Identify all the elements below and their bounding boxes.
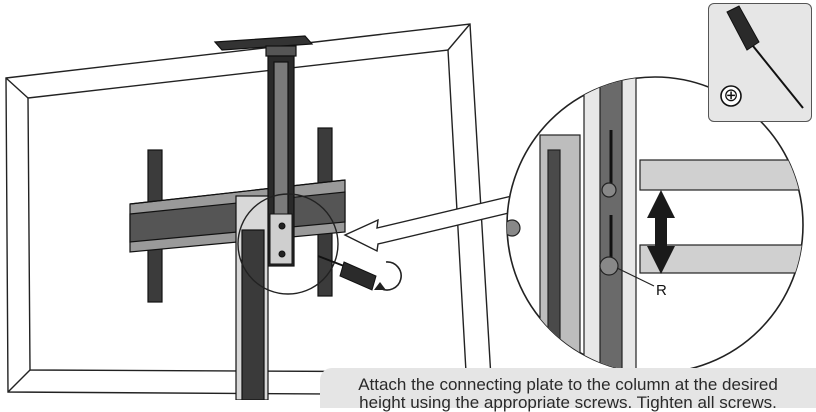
phillips-head-symbol: ⊕ (723, 85, 738, 106)
detail-zoom (506, 76, 804, 374)
required-tool-panel: ⊕ (708, 3, 812, 122)
instruction-line-1: Attach the connecting plate to the colum… (358, 375, 778, 394)
instruction-box: Attach the connecting plate to the colum… (320, 368, 816, 412)
rotate-arrow-icon (379, 261, 402, 291)
screwdriver-icon: ⊕ (720, 5, 804, 109)
connecting-plate (269, 213, 293, 265)
screw-label: R (656, 282, 667, 299)
instruction-text: Attach the connecting plate to the colum… (320, 376, 816, 412)
instruction-line-2: height using the appropriate screws. Tig… (359, 393, 777, 412)
detail-source-circle (237, 193, 339, 295)
height-adjust-arrow-icon (647, 190, 675, 274)
screwdriver-in-use (317, 255, 402, 291)
assembly-diagram (5, 23, 804, 400)
